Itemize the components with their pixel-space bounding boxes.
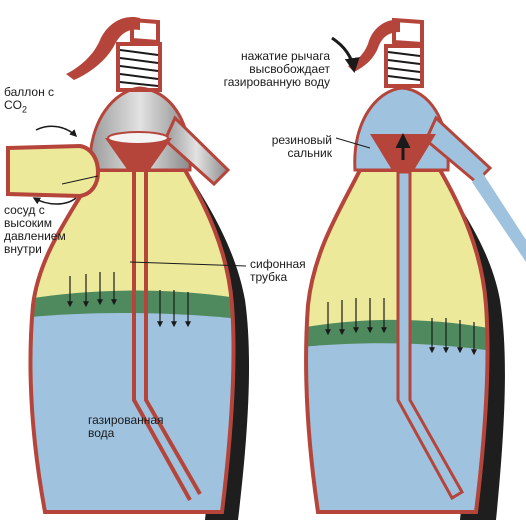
siphon-tube-label: сифонная трубка xyxy=(250,257,306,284)
lever-icon xyxy=(66,16,140,81)
siphon-tube-right xyxy=(396,170,465,501)
seal-left xyxy=(105,138,172,172)
gas-cylinder-label-line2: CO xyxy=(4,98,22,112)
siphon-closed xyxy=(6,16,250,520)
gas-cylinder-label: баллон с CO2 xyxy=(4,86,68,116)
lever-press-label: нажатие рычага высвобождает газированную… xyxy=(223,49,330,89)
gas-cylinder-label-line1: баллон с xyxy=(4,85,55,99)
soda-water-label: газированная вода xyxy=(88,413,164,440)
siphon-open xyxy=(304,17,526,520)
bottle-outline-left xyxy=(28,168,236,514)
spout-left xyxy=(163,115,231,187)
gas-cylinder xyxy=(6,143,101,199)
pressure-arrows-right xyxy=(325,298,477,356)
pressure-arrows-left xyxy=(67,272,191,328)
spring-icon xyxy=(119,49,159,87)
arrow-icon xyxy=(32,197,77,205)
siphon-tube-left xyxy=(132,172,202,501)
press-arrow-icon xyxy=(331,36,360,73)
rubber-seal-label: резиновый сальник xyxy=(271,133,332,160)
water-stream xyxy=(472,172,526,262)
lever-icon xyxy=(348,19,400,72)
arrow-icon xyxy=(35,125,78,138)
bottle-outline-right xyxy=(304,168,490,514)
pressure-vessel-label: сосуд с высоким давлением внутри xyxy=(4,203,66,256)
gas-cylinder-label-sub: 2 xyxy=(22,104,28,115)
spring-icon xyxy=(387,51,421,81)
